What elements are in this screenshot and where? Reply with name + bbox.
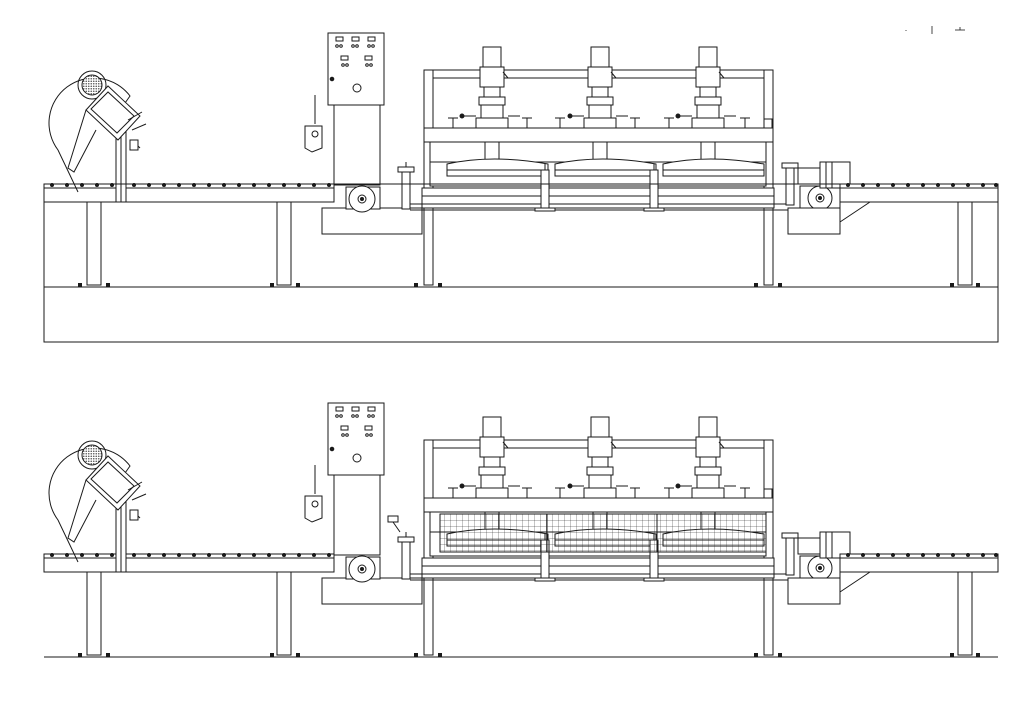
corner-marks (905, 26, 965, 34)
view-top-border (43, 183, 999, 343)
view-bottom (43, 402, 999, 658)
view-top (43, 32, 999, 343)
guard-latch (387, 515, 401, 533)
mesh-guard (439, 513, 767, 553)
